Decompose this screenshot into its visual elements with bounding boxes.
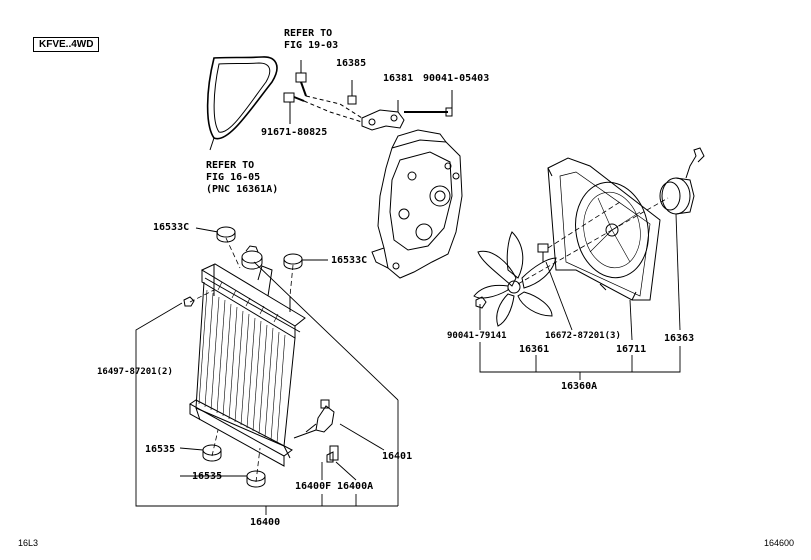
bolt-91671-80825	[283, 92, 305, 124]
label-90041-79141: 90041-79141	[447, 331, 507, 341]
nut-16497	[183, 296, 195, 307]
label-16400: 16400	[250, 517, 281, 528]
bolt-16385	[347, 80, 357, 105]
label-16672: 16672-87201(3)	[545, 331, 621, 341]
label-90041-05403: 90041-05403	[423, 73, 490, 84]
cushion-16533c-left	[216, 226, 236, 243]
bolt-16672	[537, 243, 549, 262]
radiator-cap	[241, 245, 263, 270]
label-16400a: 16400A	[337, 481, 374, 492]
label-16363: 16363	[664, 333, 695, 344]
label-16400f: 16400F	[295, 481, 332, 492]
refer-left-line2: FIG 16-05	[206, 172, 261, 183]
radiator	[189, 263, 306, 467]
label-16381: 16381	[383, 73, 414, 84]
label-16535-lower: 16535	[192, 471, 223, 482]
refer-left-line3: (PNC 16361A)	[206, 184, 279, 195]
label-16533c-right: 16533C	[331, 255, 368, 266]
leader-lines	[135, 213, 681, 515]
footer-right-code: 164600	[764, 538, 795, 548]
footer-left-code: 16L3	[18, 538, 39, 548]
refer-top-line1: REFER TO	[284, 28, 333, 39]
cushion-16535-upper	[202, 444, 222, 462]
engine-timing-cover	[371, 129, 463, 279]
label-16535-upper: 16535	[145, 444, 176, 455]
label-16360a: 16360A	[561, 381, 598, 392]
label-16533c-left: 16533C	[153, 222, 190, 233]
center-lines	[189, 197, 669, 483]
bolt-top-left	[295, 60, 307, 97]
label-16401: 16401	[382, 451, 413, 462]
variant-box: KFVE..4WD	[33, 37, 100, 52]
label-16711: 16711	[616, 344, 647, 355]
fan-16361	[473, 231, 557, 327]
refer-left-line1: REFER TO	[206, 160, 255, 171]
bolt-90041-05403	[404, 90, 453, 117]
bracket-16381	[361, 100, 405, 131]
refer-top-line2: FIG 19-03	[284, 40, 339, 51]
label-16385: 16385	[336, 58, 367, 69]
label-91671-80825: 91671-80825	[261, 127, 328, 138]
drive-belt	[206, 56, 278, 151]
label-16497: 16497-87201(2)	[97, 367, 173, 377]
label-16361: 16361	[519, 344, 550, 355]
drain-cock	[293, 399, 339, 463]
fan-motor-16363	[659, 147, 705, 215]
fan-shroud-16711	[547, 157, 661, 301]
